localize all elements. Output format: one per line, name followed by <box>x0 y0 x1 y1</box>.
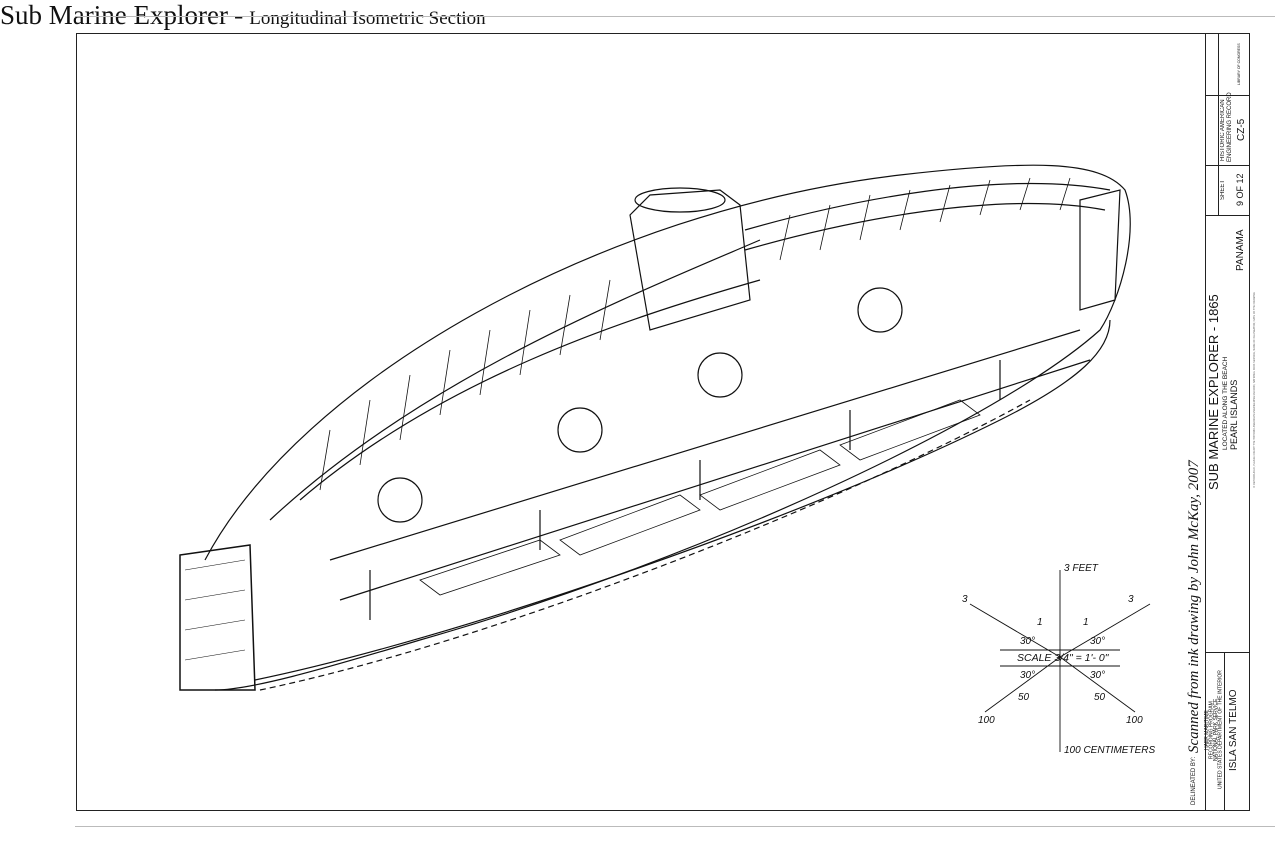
scale-tick: 1 <box>1037 617 1043 628</box>
ballast-tanks <box>419 399 981 596</box>
agency-line: UNITED STATES DEPARTMENT OF THE INTERIOR <box>1217 670 1224 790</box>
hatch <box>634 187 726 213</box>
sheet-border <box>76 33 1250 811</box>
scale-axis-br <box>1059 656 1136 713</box>
scale-tick: 50 <box>1094 692 1106 703</box>
stern-hatching <box>184 559 246 661</box>
title-subtitle: Longitudinal Isometric Section <box>249 8 486 29</box>
title-separator: - <box>233 0 244 31</box>
agency-block: HAER MARITIME RECORDING PROGRAM NATIONAL… <box>1204 655 1224 805</box>
hatch-covers <box>377 287 903 523</box>
scale-angle: 30° <box>1090 670 1106 681</box>
delineated-by-label: DELINEATED BY: <box>1191 756 1197 805</box>
sheet-number: 9 OF 12 <box>1235 173 1245 207</box>
structure-name: SUB MARINE EXPLORER - 1865 <box>1206 294 1221 490</box>
record-line: HISTORIC AMERICAN <box>1220 99 1226 161</box>
credit-text: Scanned from ink drawing by John McKay, … <box>1186 460 1202 753</box>
title-block-vline <box>1224 652 1225 810</box>
bulkhead-floor <box>329 329 1091 620</box>
deck-ribs <box>269 239 761 521</box>
scale-text: SCALE 3/4" = 1'- 0" <box>1017 652 1109 664</box>
reproduction-note: IF REPRODUCED, PLEASE CREDIT THE HISTORI… <box>1253 292 1256 488</box>
site-name: ISLA SAN TELMO <box>1228 689 1239 771</box>
bow-end <box>1079 189 1121 311</box>
scale-axis-tr <box>1059 603 1151 658</box>
ribs <box>319 177 1071 491</box>
title-block-divider <box>1205 165 1249 166</box>
title-block-vline <box>1218 33 1219 215</box>
record-number: CZ-5 <box>1236 118 1247 142</box>
top-edge-line <box>75 16 1275 17</box>
scale-tick: 100 <box>978 715 995 726</box>
country: PANAMA <box>1235 229 1246 271</box>
library-stamp: LIBRARY OF CONGRESS <box>1237 43 1241 85</box>
title-block <box>1205 33 1249 811</box>
bottom-edge-line <box>75 826 1275 827</box>
scale-angle: 30° <box>1020 636 1036 647</box>
scale-tick: 1 <box>1083 617 1089 628</box>
scale-cm-label: 100 CENTIMETERS <box>1064 745 1156 756</box>
scale-angle: 30° <box>1020 670 1036 681</box>
location-line: PEARL ISLANDS <box>1229 379 1239 450</box>
scale-tick: 100 <box>1126 715 1143 726</box>
drawing-title: Sub Marine Explorer-Longitudinal Isometr… <box>0 0 1280 32</box>
scale-tick: 50 <box>1018 692 1030 703</box>
scale-feet-label: 3 FEET <box>1064 563 1098 574</box>
scale-axis-bl <box>984 656 1061 713</box>
scale-tick: 3 <box>962 594 968 605</box>
outer-hull <box>204 164 1131 691</box>
keel-line <box>259 399 1031 691</box>
record-line: ENGINEERING RECORD <box>1227 92 1233 162</box>
scale-tick: 3 <box>1128 594 1134 605</box>
scale-angle: 30° <box>1090 636 1106 647</box>
title-block-divider <box>1205 95 1249 96</box>
credit-line: DELINEATED BY: Scanned from ink drawing … <box>1186 460 1203 805</box>
sheet-label: SHEET <box>1220 180 1226 201</box>
lower-hull <box>254 319 1111 681</box>
title-block-divider <box>1205 215 1249 216</box>
stern-end <box>179 544 256 691</box>
location-line: LOCATED ALONG THE BEACH <box>1222 356 1229 450</box>
title-block-divider <box>1205 652 1249 653</box>
conning-tower <box>629 189 751 331</box>
title-main: Sub Marine Explorer <box>0 0 228 30</box>
scale-axis-tl <box>969 603 1061 658</box>
